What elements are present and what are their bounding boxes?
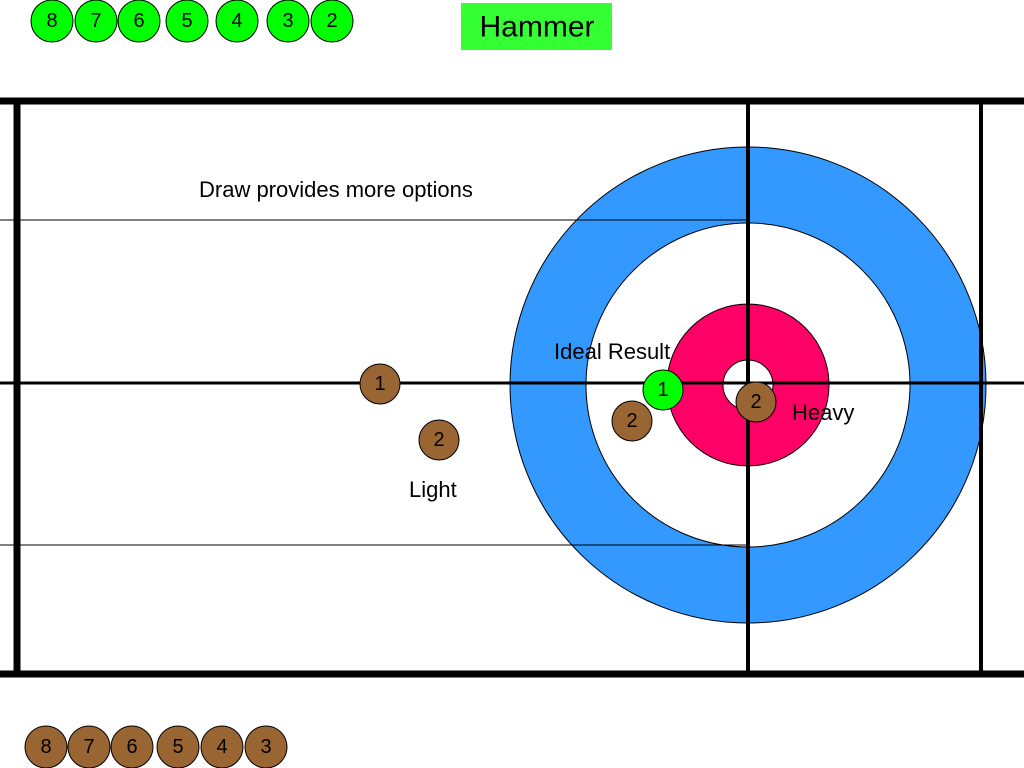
stone-body [244,725,288,768]
waiting-stone: 8 [30,0,74,43]
stone-body [418,419,460,461]
waiting-stone: 7 [67,725,111,768]
bottom-stone-row: 8 7 6 5 4 3 [24,725,288,768]
ideal-result-stone: 1 [642,369,684,411]
stone-body [200,725,244,768]
waiting-stone: 3 [266,0,310,43]
stone-label: 7 [83,736,94,758]
stone-body [24,725,68,768]
heavy-stone: 2 [735,381,777,423]
stone-label: 3 [260,736,271,758]
stone-body [110,725,154,768]
guard-stone: 1 [359,363,401,405]
waiting-stone: 4 [215,0,259,43]
stone-label: 1 [657,379,668,401]
stone-body [67,725,111,768]
waiting-stone: 4 [200,725,244,768]
light-stone: 2 [418,419,460,461]
waiting-stone: 7 [74,0,118,43]
stone-label: 6 [133,10,144,32]
stone-body [156,725,200,768]
hammer-label: Hammer [479,11,594,44]
stone-body [117,0,161,43]
stone-body [74,0,118,43]
hammer-indicator: Hammer [461,3,612,50]
heavy-label: Heavy [792,400,854,425]
stone-body [359,363,401,405]
top-stone-row: 8 7 6 5 4 3 2 [30,0,354,43]
stone-body [642,369,684,411]
stone-label: 6 [126,736,137,758]
stone-label: 2 [626,410,637,432]
waiting-stone: 6 [110,725,154,768]
stone-label: 5 [172,736,183,758]
stone-label: 5 [181,10,192,32]
stone-label: 2 [433,429,444,451]
stone-body [215,0,259,43]
stone-label: 3 [282,10,293,32]
waiting-stone: 5 [165,0,209,43]
waiting-stone: 3 [244,725,288,768]
waiting-stone: 2 [310,0,354,43]
stone-body [165,0,209,43]
waiting-stone: 6 [117,0,161,43]
ideal-result-label: Ideal Result [554,339,670,364]
waiting-stone: 5 [156,725,200,768]
stone-label: 7 [90,10,101,32]
stone-label: 2 [750,391,761,413]
stone-label: 8 [46,10,57,32]
waiting-stone: 8 [24,725,68,768]
hammer-box [461,3,612,50]
stone-label: 2 [326,10,337,32]
light-label: Light [409,477,457,502]
stone-body [266,0,310,43]
stone-body [735,381,777,423]
stone-label: 1 [374,373,385,395]
stone-body [611,400,653,442]
stone-body [310,0,354,43]
stone-label: 4 [216,736,227,758]
draw-note: Draw provides more options [199,177,473,202]
stone-label: 4 [231,10,242,32]
stone-label: 8 [40,736,51,758]
play-stones: 1 2 1 2 2 [359,363,777,461]
stone-body [30,0,74,43]
ideal-result-stone-brown: 2 [611,400,653,442]
